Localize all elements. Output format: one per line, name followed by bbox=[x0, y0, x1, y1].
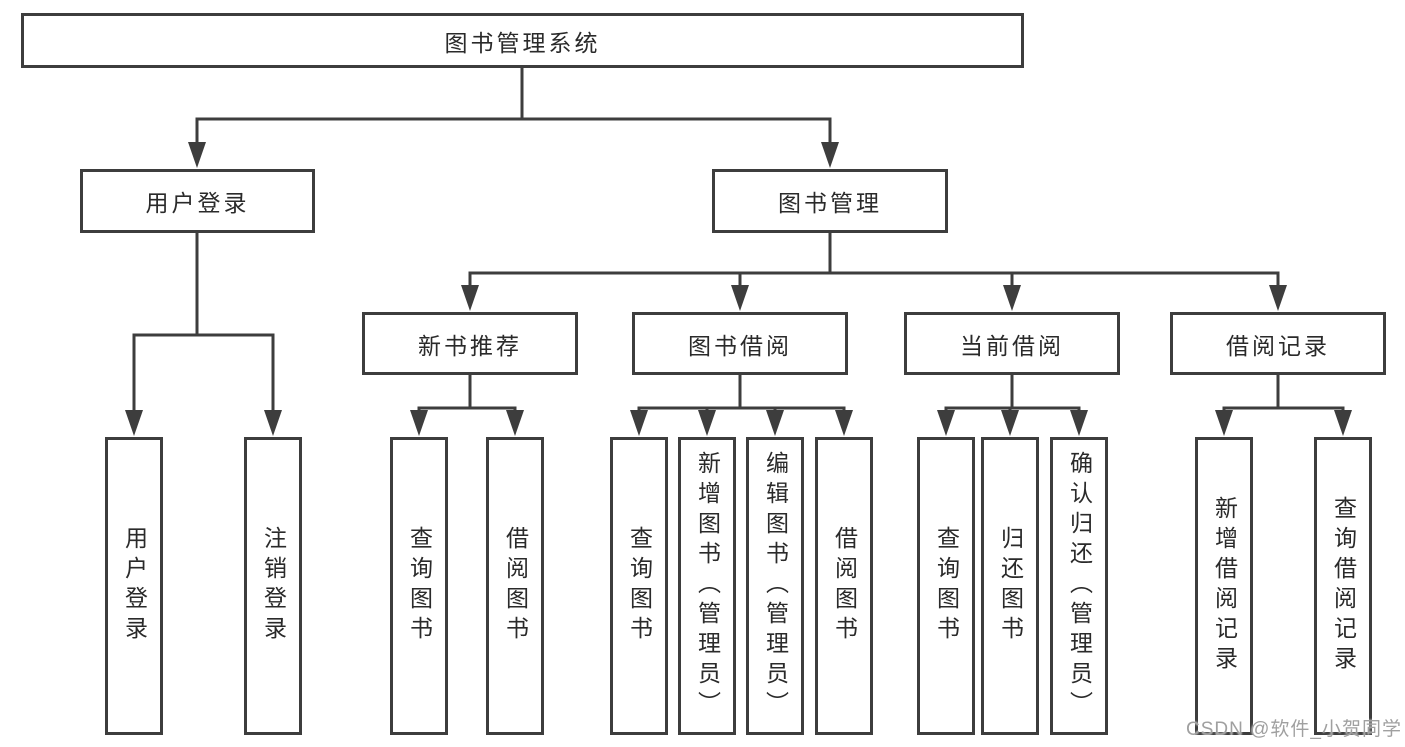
node-book-management-system: 图书管理系统 bbox=[21, 13, 1024, 68]
node-current-borrow: 当前借阅 bbox=[904, 312, 1120, 375]
leaf-user-login: 用户登录 bbox=[105, 437, 163, 735]
leaf-confirm-return-admin: 确认归还（管理员） bbox=[1050, 437, 1108, 735]
connector-user-login-children bbox=[125, 233, 282, 436]
connector-root-to-level2 bbox=[188, 68, 839, 168]
node-book-borrow: 图书借阅 bbox=[632, 312, 848, 375]
leaf-return-book: 归还图书 bbox=[981, 437, 1039, 735]
connector-new-book-children bbox=[410, 375, 524, 436]
node-borrow-record: 借阅记录 bbox=[1170, 312, 1386, 375]
leaf-query-book-recommend: 查询图书 bbox=[390, 437, 448, 735]
leaf-borrow-book-recommend: 借阅图书 bbox=[486, 437, 544, 735]
connector-borrow-record-children bbox=[1215, 375, 1352, 436]
csdn-watermark: CSDN @软件_小贺同学 bbox=[1186, 719, 1402, 740]
connector-book-management-children bbox=[461, 233, 1287, 311]
connector-current-borrow-children bbox=[937, 375, 1088, 436]
leaf-edit-book-admin: 编辑图书（管理员） bbox=[746, 437, 804, 735]
leaf-borrow-book: 借阅图书 bbox=[815, 437, 873, 735]
leaf-query-borrow-record: 查询借阅记录 bbox=[1314, 437, 1372, 735]
node-book-management: 图书管理 bbox=[712, 169, 948, 233]
leaf-logout-login: 注销登录 bbox=[244, 437, 302, 735]
connector-book-borrow-children bbox=[630, 375, 853, 436]
node-user-login: 用户登录 bbox=[80, 169, 315, 233]
leaf-add-book-admin: 新增图书（管理员） bbox=[678, 437, 736, 735]
leaf-query-book-current: 查询图书 bbox=[917, 437, 975, 735]
node-new-book-recommend: 新书推荐 bbox=[362, 312, 578, 375]
leaf-query-book-borrow: 查询图书 bbox=[610, 437, 668, 735]
leaf-add-borrow-record: 新增借阅记录 bbox=[1195, 437, 1253, 735]
